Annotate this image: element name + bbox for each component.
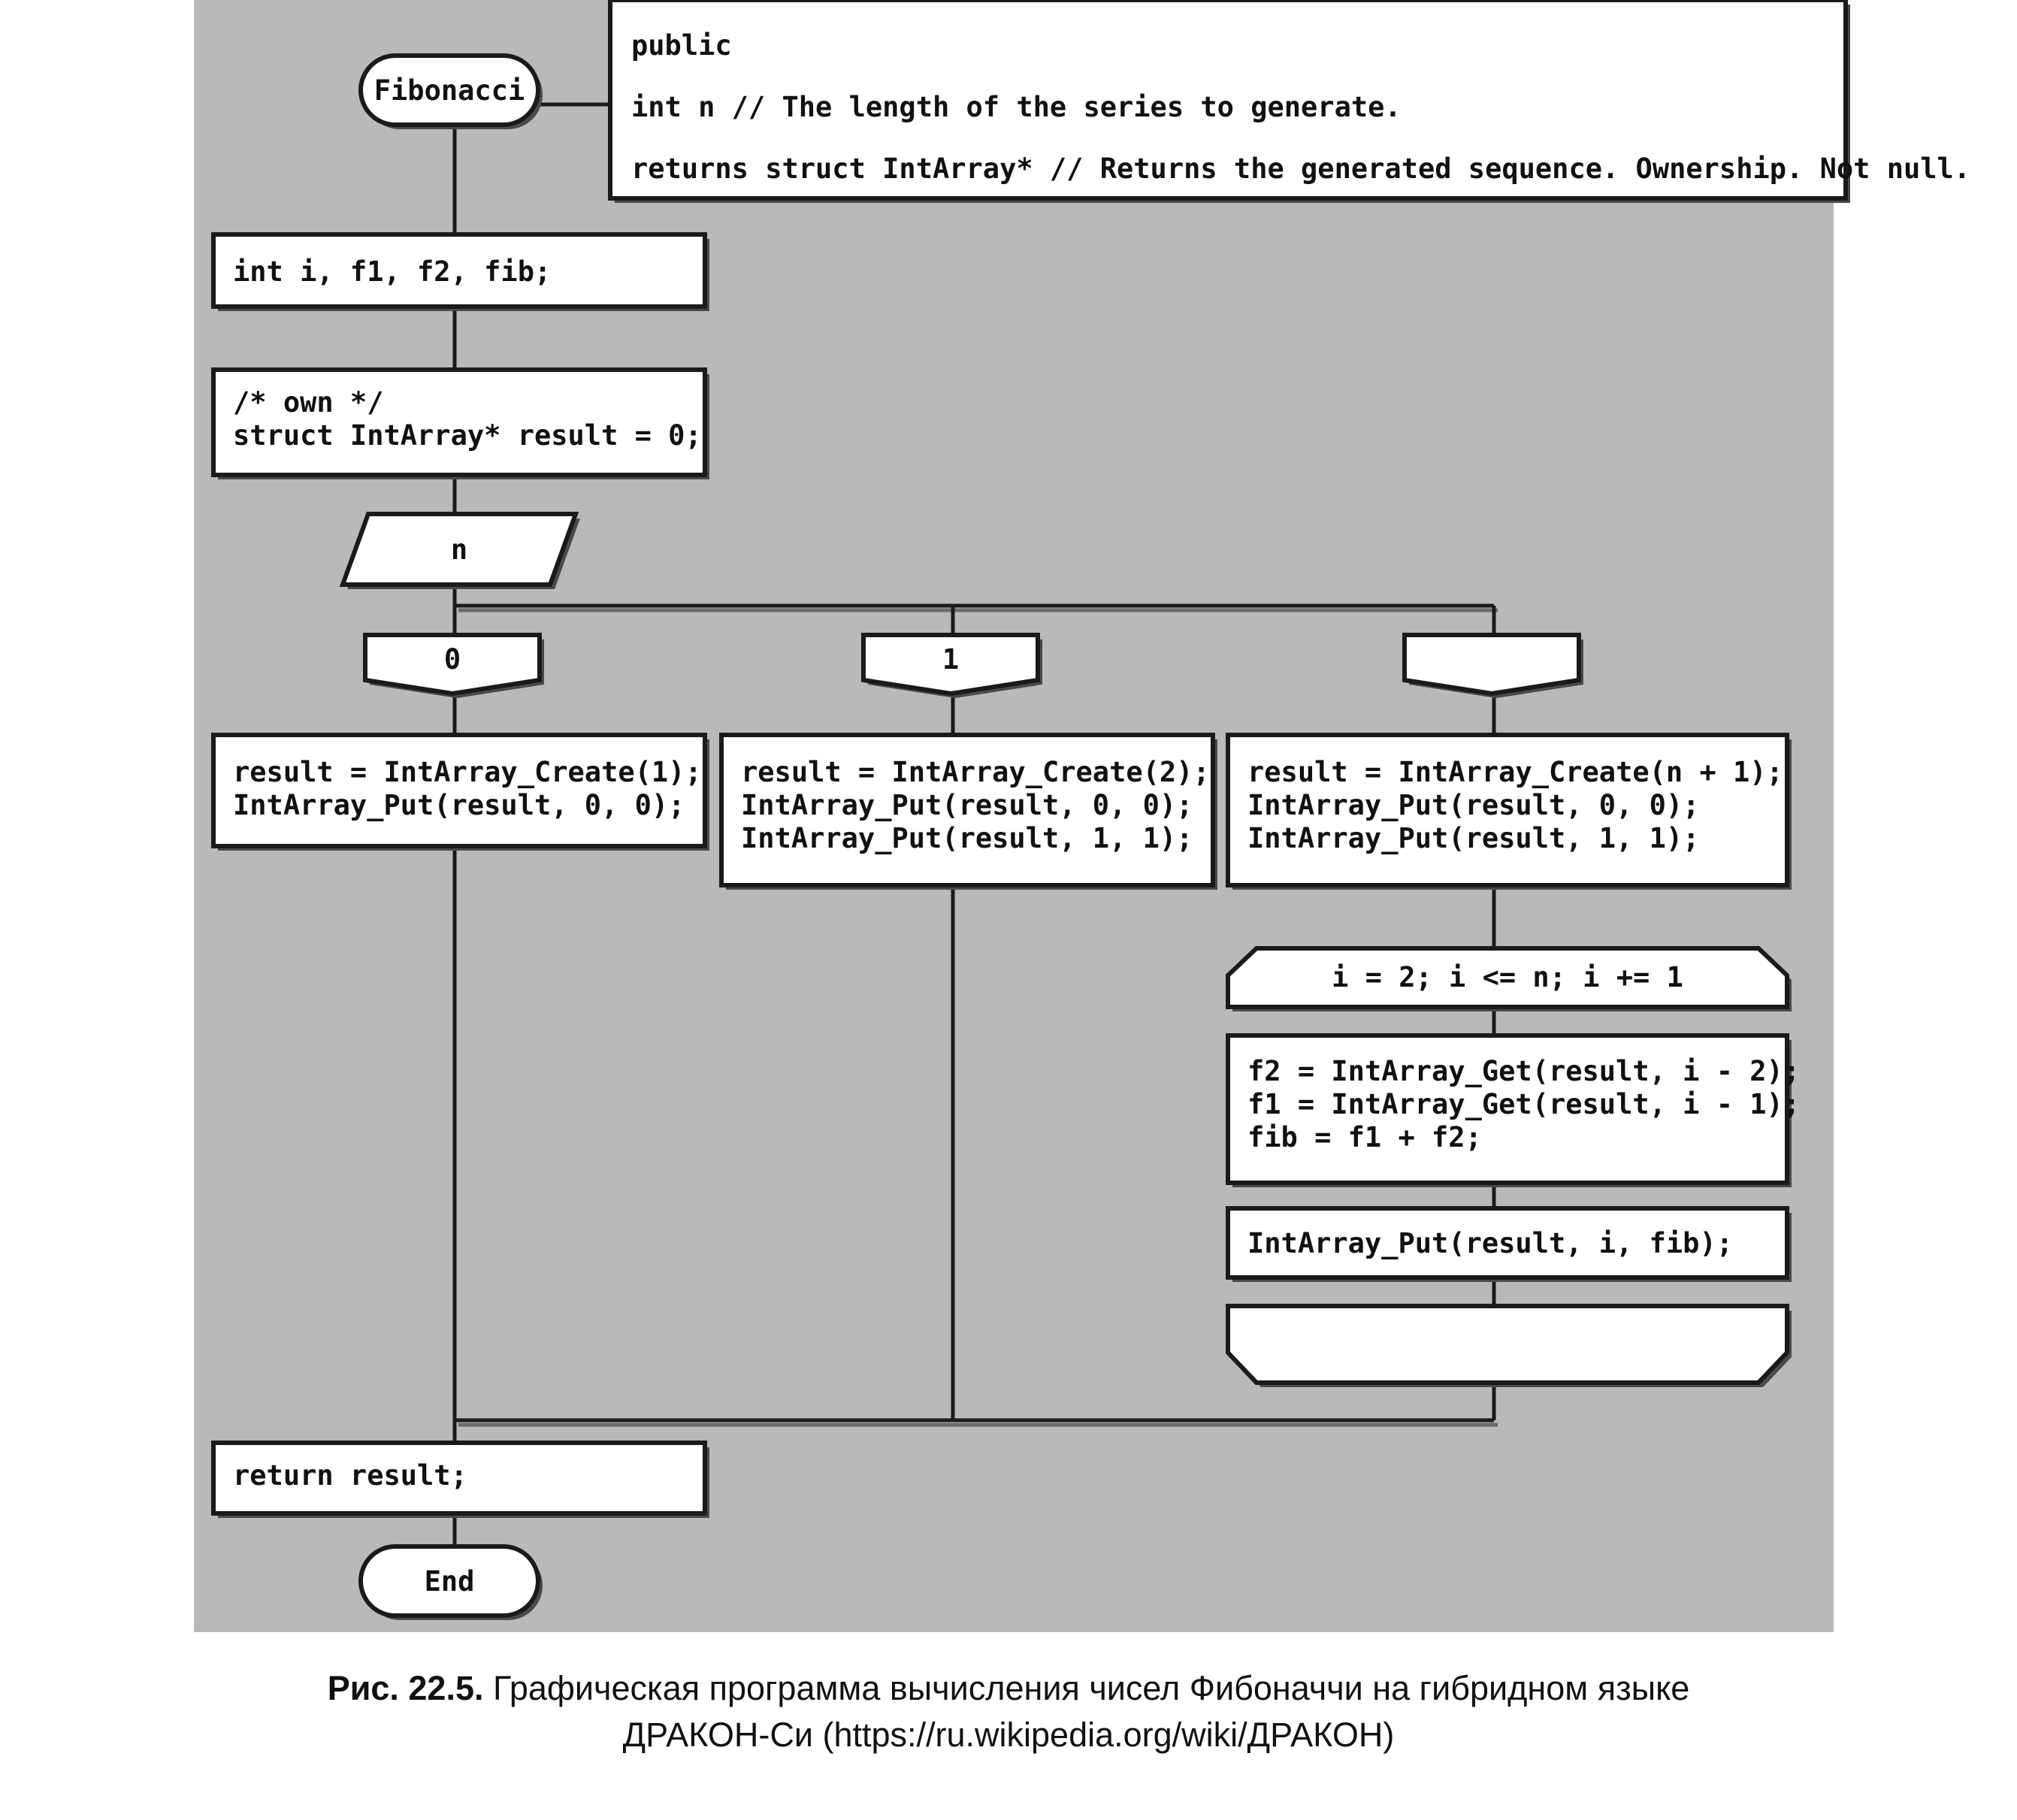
declare-action-box[interactable]: int i, f1, f2, fib;	[211, 232, 709, 311]
loop-body-line-3: fib = f1 + f2;	[1247, 1121, 1482, 1153]
loop-header-box[interactable]: i = 2; i <= n; i += 1	[1226, 946, 1792, 1011]
declare-action-text: int i, f1, f2, fib;	[233, 255, 551, 288]
case-branch-1[interactable]: 1	[861, 633, 1042, 698]
header-line-public: public	[631, 29, 732, 62]
loop-body-line-2: f1 = IntArray_Get(result, i - 1);	[1247, 1088, 1800, 1120]
loop-put-action-box[interactable]: IntArray_Put(result, i, fib);	[1226, 1206, 1792, 1282]
case-branch-1-label: 1	[942, 643, 959, 676]
loop-header-text: i = 2; i <= n; i += 1	[1332, 961, 1683, 993]
caption-line-1: Рис. 22.5. Графическая программа вычисле…	[0, 1665, 2017, 1712]
loop-put-text: IntArray_Put(result, i, fib);	[1247, 1227, 1733, 1259]
branch-1-line-1: result = IntArray_Create(2);	[741, 756, 1210, 788]
header-line-param: int n // The length of the series to gen…	[631, 91, 1402, 123]
start-node-label: Fibonacci	[374, 74, 525, 107]
loop-body-action-box[interactable]: f2 = IntArray_Get(result, i - 2); f1 = I…	[1226, 1033, 1800, 1187]
drakon-flowchart: Fibonacci public int n // The length of …	[194, 0, 1970, 1632]
branch-1-action-box[interactable]: result = IntArray_Create(2); IntArray_Pu…	[719, 733, 1217, 890]
loop-body-line-1: f2 = IntArray_Get(result, i - 2);	[1247, 1055, 1800, 1087]
branch-default-line-2: IntArray_Put(result, 0, 0);	[1247, 789, 1699, 821]
branch-1-line-2: IntArray_Put(result, 0, 0);	[741, 789, 1193, 821]
branch-default-line-3: IntArray_Put(result, 1, 1);	[1247, 822, 1699, 854]
branch-0-line-2: IntArray_Put(result, 0, 0);	[233, 789, 685, 821]
end-node-label: End	[425, 1565, 475, 1598]
own-declare-box[interactable]: /* own */ struct IntArray* result = 0;	[211, 367, 709, 479]
figure-caption: Рис. 22.5. Графическая программа вычисле…	[0, 1665, 2017, 1758]
function-header-box[interactable]: public int n // The length of the series…	[608, 0, 1970, 203]
caption-text-1: Графическая программа вычисления чисел Ф…	[483, 1669, 1690, 1707]
case-branch-0[interactable]: 0	[363, 633, 544, 698]
branch-default-line-1: result = IntArray_Create(n + 1);	[1247, 756, 1783, 788]
branch-0-action-box[interactable]: result = IntArray_Create(1); IntArray_Pu…	[211, 733, 709, 851]
header-line-returns: returns struct IntArray* // Returns the …	[631, 153, 1970, 185]
branch-0-line-1: result = IntArray_Create(1);	[233, 756, 702, 788]
case-branch-0-label: 0	[444, 643, 461, 676]
case-branch-default[interactable]	[1402, 633, 1583, 698]
caption-line-2: ДРАКОН-Си (https://ru.wikipedia.org/wiki…	[622, 1716, 1395, 1755]
connector-lines	[452, 102, 1498, 1546]
switch-selector-label: n	[451, 534, 467, 566]
caption-figure-number: Рис. 22.5.	[327, 1669, 484, 1707]
switch-selector-parallelogram[interactable]: n	[339, 512, 580, 589]
end-node[interactable]: End	[358, 1544, 543, 1620]
own-comment-text: /* own */	[233, 386, 383, 419]
start-node[interactable]: Fibonacci	[358, 53, 543, 129]
return-action-text: return result;	[233, 1459, 467, 1492]
branch-1-line-3: IntArray_Put(result, 1, 1);	[741, 822, 1193, 854]
loop-footer-box[interactable]	[1226, 1304, 1792, 1387]
branch-default-action-box[interactable]: result = IntArray_Create(n + 1); IntArra…	[1226, 733, 1792, 890]
return-action-box[interactable]: return result;	[211, 1441, 709, 1518]
own-assign-text: struct IntArray* result = 0;	[233, 419, 702, 452]
